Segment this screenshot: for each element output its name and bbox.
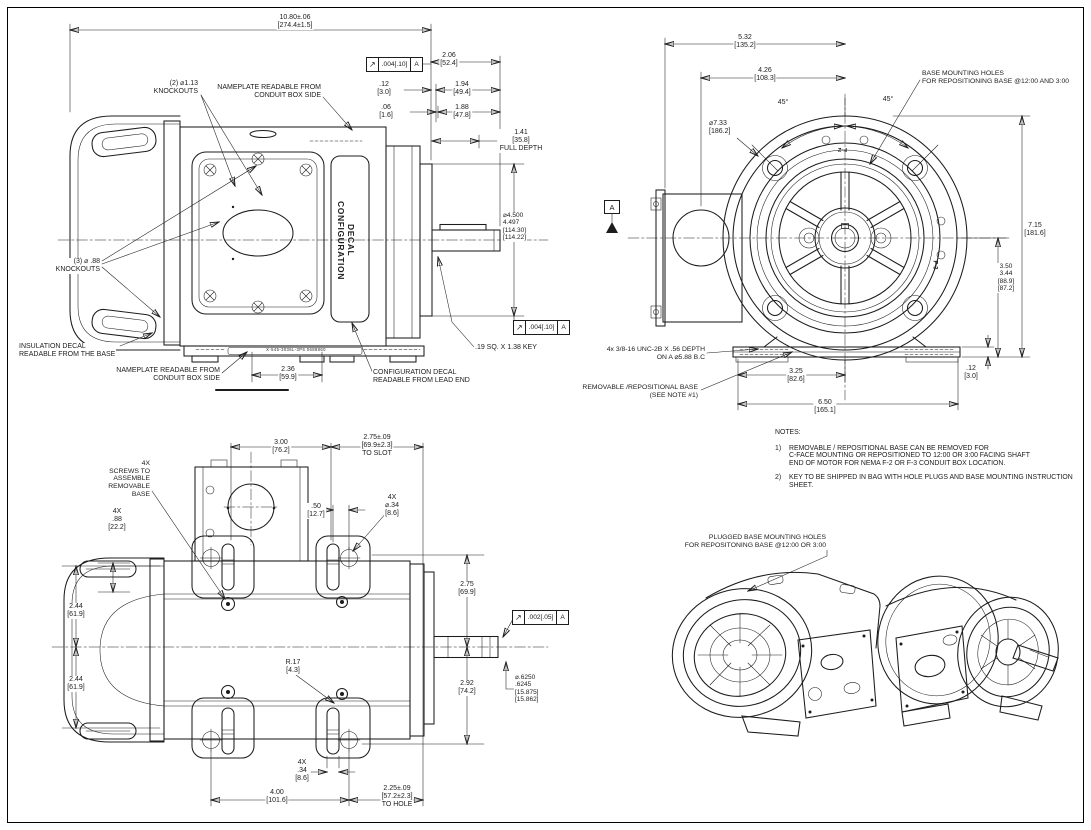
label-knockouts-3: (3) ⌀ .88 KNOCKOUTS — [54, 258, 101, 274]
note-number: 1) — [775, 444, 782, 452]
note-item: 2) KEY TO BE SHIPPED IN BAG WITH HOLE PL… — [775, 474, 1075, 489]
label-plugged-holes: PLUGGED BASE MOUNTING HOLES FOR REPOSITO… — [683, 534, 827, 550]
dim-426: 4.26 [108.3] — [753, 67, 777, 83]
dim-532: 5.32 [135.2] — [733, 34, 757, 50]
dim-244-top: 2.44 [61.9] — [66, 603, 86, 619]
notes-block: NOTES: 1) REMOVABLE / REPOSITIONAL BASE … — [775, 429, 1075, 495]
dim-225-to-hole: 2.25±.09 [57.2±2.3] TO HOLE — [380, 785, 414, 809]
dim-r17: R.17 [4.3] — [284, 659, 302, 675]
label-key: .19 SQ. X 1.38 KEY — [474, 344, 538, 352]
nameplate-strip-text: X-545-3036L-3P6 0688860 — [266, 347, 326, 352]
dim-012-front: .12 [3.0] — [963, 365, 979, 381]
bottom-view-art — [51, 451, 549, 759]
runout-icon: ↗ — [516, 323, 523, 332]
iso-right-art — [877, 575, 1059, 727]
label-f2: F-2 — [838, 146, 847, 152]
gdt-runout-flag-top: ↗.004[.10]A — [366, 57, 423, 72]
dim-300: 3.00 [76.2] — [271, 439, 291, 455]
dim-006: .06 [1.6] — [378, 104, 394, 120]
dim-350-344: 3.50 3.44 [88.9] [87.2] — [996, 263, 1016, 293]
dim-shaft-pilot-dia: ⌀4.500 4.497 [114.30] [114.22] — [502, 212, 528, 242]
bottom-view-dims — [61, 442, 515, 807]
dim-275-to-slot: 2.75±.09 [69.9±2.3] TO SLOT — [360, 434, 394, 458]
dim-shaft-dia-bottom: ⌀.6250 .6245 [15.875] [15.862] — [514, 674, 540, 704]
label-tapped-holes: 4x 3/8-16 UNC-2B X .56 DEPTH ON A ⌀5.88 … — [605, 346, 706, 362]
label-f3: F-3 — [931, 260, 938, 270]
dim-45-right: 45° — [881, 96, 895, 104]
dim-400: 4.00 [101.6] — [265, 789, 289, 805]
dim-shaft-ext: 2.06 [52.4] — [439, 52, 459, 68]
label-base-mounting-holes: BASE MOUNTING HOLES FOR REPOSITIONING BA… — [921, 70, 1071, 86]
dim-325: 3.25 [82.6] — [786, 368, 806, 384]
dim-4x-dia-34: 4X ⌀.34 [8.6] — [384, 494, 400, 518]
label-insulation-decal: INSULATION DECAL READABLE FROM THE BASE — [18, 343, 117, 359]
label-config-decal-readable: CONFIGURATION DECAL READABLE FROM LEAD E… — [372, 369, 471, 385]
dim-overall-length: 10.80±.06 [274.4±1.5] — [276, 14, 314, 30]
dim-050: .50 [12.7] — [306, 503, 326, 519]
dim-4x-34: 4X .34 [8.6] — [294, 759, 310, 783]
dim-012: .12 [3.0] — [376, 81, 392, 97]
dim-194: 1.94 [49.4] — [452, 81, 472, 97]
note-item: 1) REMOVABLE / REPOSITIONAL BASE CAN BE … — [775, 445, 1075, 468]
dim-4x-88: 4X .88 [22.2] — [107, 508, 127, 532]
dim-dia-733: ⌀7.33 [186.2] — [708, 120, 732, 136]
gdt-runout-flag-bottom: ↗.002[.05]A — [512, 610, 569, 625]
runout-icon: ↗ — [515, 613, 522, 622]
label-removable-base: REMOVABLE /REPOSITIONAL BASE (SEE NOTE #… — [581, 384, 699, 400]
dim-45-left: 45° — [776, 99, 790, 107]
configuration-decal-text: CONFIGURATION DECAL — [336, 200, 356, 280]
runout-icon: ↗ — [369, 60, 376, 69]
dim-715: 7.15 [181.6] — [1023, 222, 1047, 238]
dim-full-depth: 1.41 [35.8] FULL DEPTH — [498, 129, 544, 153]
front-view-dims — [665, 37, 1031, 411]
gdt-runout-flag-shaft: ↗.004[.10]A — [513, 320, 570, 335]
drawing-border — [7, 7, 1084, 823]
note-text: REMOVABLE / REPOSITIONAL BASE CAN BE REM… — [789, 444, 1030, 468]
dim-275-right: 2.75 [69.9] — [457, 581, 477, 597]
datum-a-flag: A — [604, 200, 620, 214]
iso-left-art — [671, 571, 881, 737]
dim-650: 6.50 [165.1] — [813, 399, 837, 415]
label-base-screws: 4X SCREWS TO ASSEMBLE REMOVABLE BASE — [107, 460, 151, 499]
dim-292: 2.92 [74.2] — [457, 680, 477, 696]
notes-title: NOTES: — [775, 429, 801, 436]
dim-244-bottom: 2.44 [61.9] — [66, 676, 86, 692]
note-text: KEY TO BE SHIPPED IN BAG WITH HOLE PLUGS… — [789, 473, 1073, 489]
label-nameplate-top: NAMEPLATE READABLE FROM CONDUIT BOX SIDE — [216, 84, 322, 100]
dim-236: 2.36 [59.9] — [278, 366, 298, 382]
side-view-dims — [70, 23, 525, 383]
note-number: 2) — [775, 473, 782, 481]
label-knockouts-2: (2) ⌀1.13 KNOCKOUTS — [152, 80, 199, 96]
label-nameplate-bottom: NAMEPLATE READABLE FROM CONDUIT BOX SIDE — [115, 367, 221, 383]
plugged-holes-leader — [748, 549, 828, 591]
dim-188: 1.88 [47.8] — [452, 104, 472, 120]
